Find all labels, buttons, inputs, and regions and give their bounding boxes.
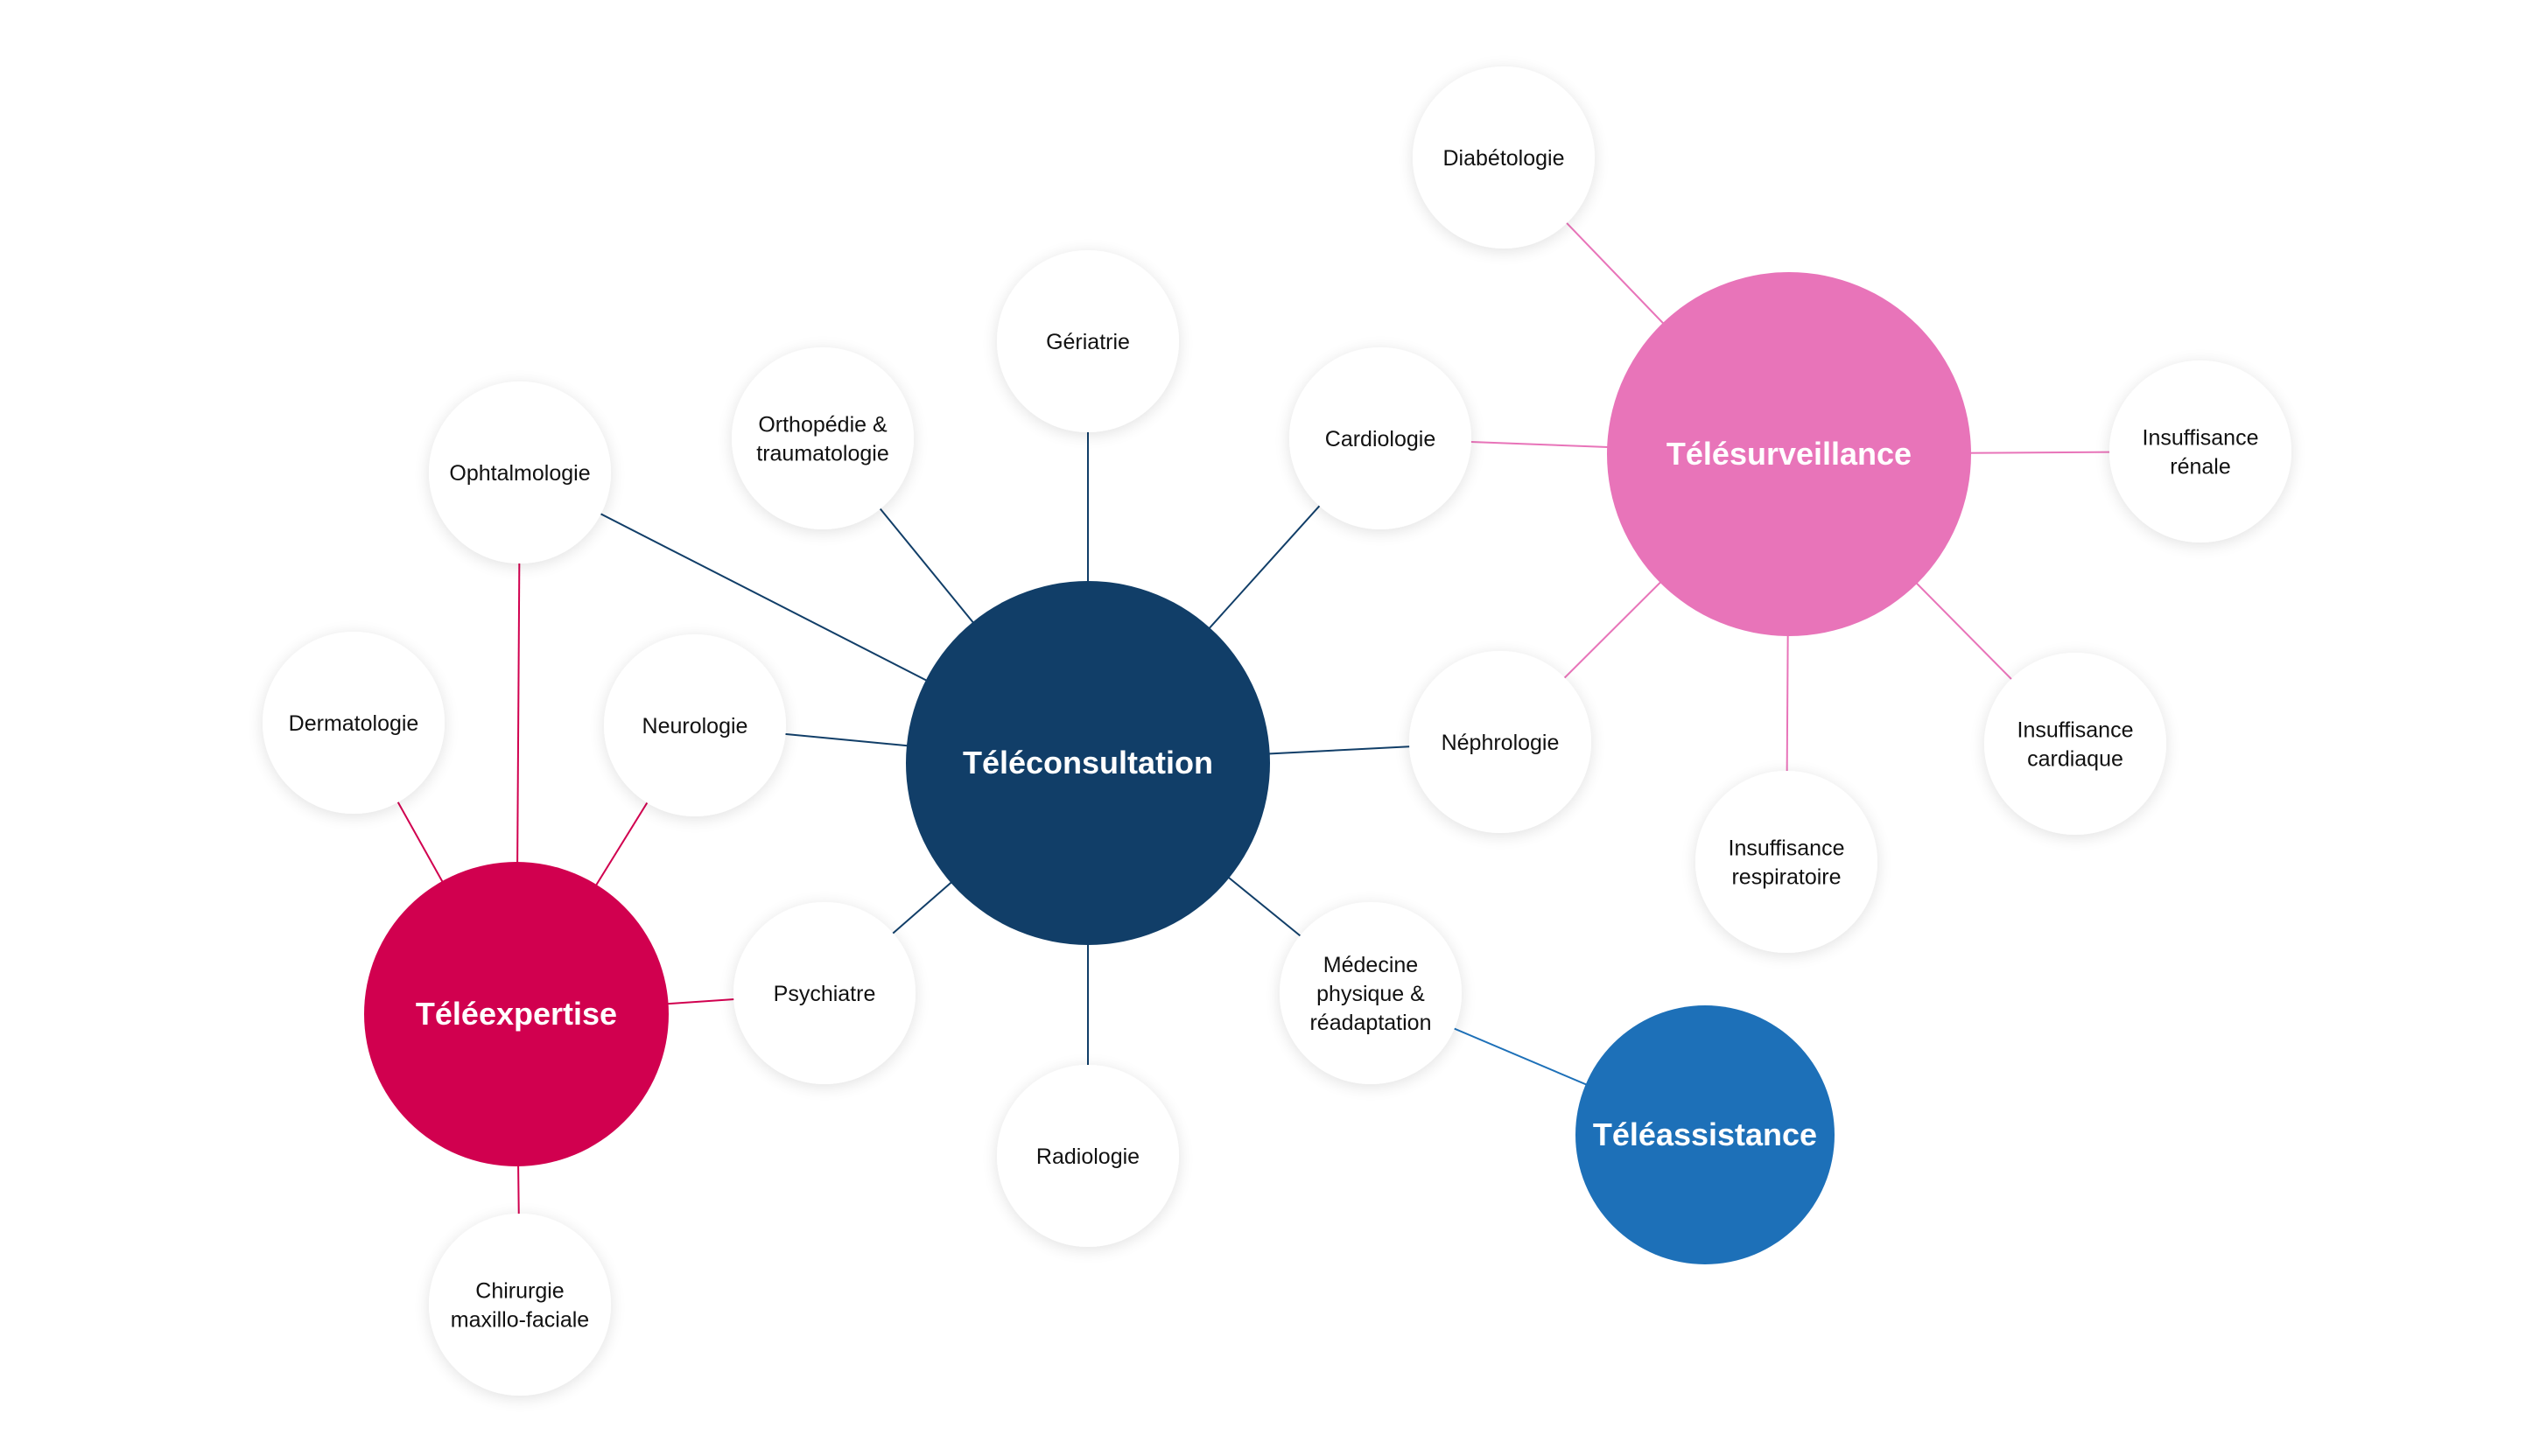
node-chirurgie: Chirurgie maxillo-faciale [429, 1214, 611, 1396]
node-label: respiratoire [1731, 865, 1841, 890]
node-circle [732, 347, 914, 529]
node-circle [2109, 360, 2291, 542]
node-circle [997, 250, 1179, 432]
hub-circle [364, 862, 669, 1166]
hub-teleassistance: Téléassistance [1575, 1005, 1835, 1264]
node-geriatrie: Gériatrie [997, 250, 1179, 432]
hub-teleexpertise: Téléexpertise [364, 862, 669, 1166]
node-ophtalmologie: Ophtalmologie [429, 382, 611, 564]
node-insuffisance-respiratoire: Insuffisance respiratoire [1695, 771, 1877, 953]
node-label: Dermatologie [289, 711, 419, 736]
node-label: Néphrologie [1442, 731, 1560, 755]
node-circle [1984, 653, 2166, 835]
node-circle [429, 382, 611, 564]
node-label: Psychiatre [774, 982, 876, 1006]
node-label: Radiologie [1036, 1144, 1140, 1169]
node-circle [1289, 347, 1471, 529]
node-orthopedie: Orthopédie & traumatologie [732, 347, 914, 529]
node-circle [604, 634, 786, 816]
node-label: Diabétologie [1443, 146, 1565, 171]
node-insuffisance-cardiaque: Insuffisance cardiaque [1984, 653, 2166, 835]
node-label: Orthopédie & [758, 413, 888, 438]
node-label: Chirurgie [475, 1279, 564, 1304]
node-circle [1280, 902, 1462, 1084]
node-label: traumatologie [756, 442, 888, 466]
node-label: Médecine [1323, 953, 1418, 977]
node-label: Insuffisance [2017, 718, 2134, 743]
node-medecine-physique: Médecine physique & réadaptation [1280, 902, 1462, 1084]
node-psychiatre: Psychiatre [733, 902, 916, 1084]
hub-teleconsultation: Téléconsultation [906, 581, 1270, 945]
node-dermatologie: Dermatologie [263, 632, 445, 814]
hub-label: Télésurveillance [1666, 436, 1912, 472]
node-label: Gériatrie [1046, 330, 1130, 354]
node-diabetologie: Diabétologie [1413, 66, 1595, 248]
hub-telesurveillance: Télésurveillance [1607, 272, 1971, 636]
hub-label: Téléassistance [1593, 1116, 1817, 1152]
node-circle [1695, 771, 1877, 953]
node-label: maxillo-faciale [451, 1308, 589, 1333]
node-circle [997, 1065, 1179, 1247]
node-label: réadaptation [1309, 1011, 1431, 1035]
hub-label: Téléconsultation [963, 745, 1213, 780]
node-circle [263, 632, 445, 814]
node-insuffisance-renale: Insuffisance rénale [2109, 360, 2291, 542]
node-circle [733, 902, 916, 1084]
node-cardiologie: Cardiologie [1289, 347, 1471, 529]
node-label: Insuffisance [1729, 836, 1845, 861]
node-label: Cardiologie [1325, 427, 1435, 452]
node-label: physique & [1316, 982, 1425, 1006]
node-label: Insuffisance [2143, 426, 2259, 451]
node-circle [429, 1214, 611, 1396]
node-label: Ophtalmologie [449, 461, 590, 486]
node-neurologie: Neurologie [604, 634, 786, 816]
node-label: cardiaque [2027, 747, 2123, 772]
hub-circle [906, 581, 1270, 945]
node-label: rénale [2170, 455, 2231, 480]
node-nephrologie: Néphrologie [1409, 651, 1591, 833]
node-circle [1413, 66, 1595, 248]
node-label: Neurologie [642, 714, 748, 738]
hub-circle [1575, 1005, 1835, 1264]
hub-circle [1607, 272, 1971, 636]
node-circle [1409, 651, 1591, 833]
hub-label: Téléexpertise [416, 996, 617, 1032]
node-radiologie: Radiologie [997, 1065, 1179, 1247]
